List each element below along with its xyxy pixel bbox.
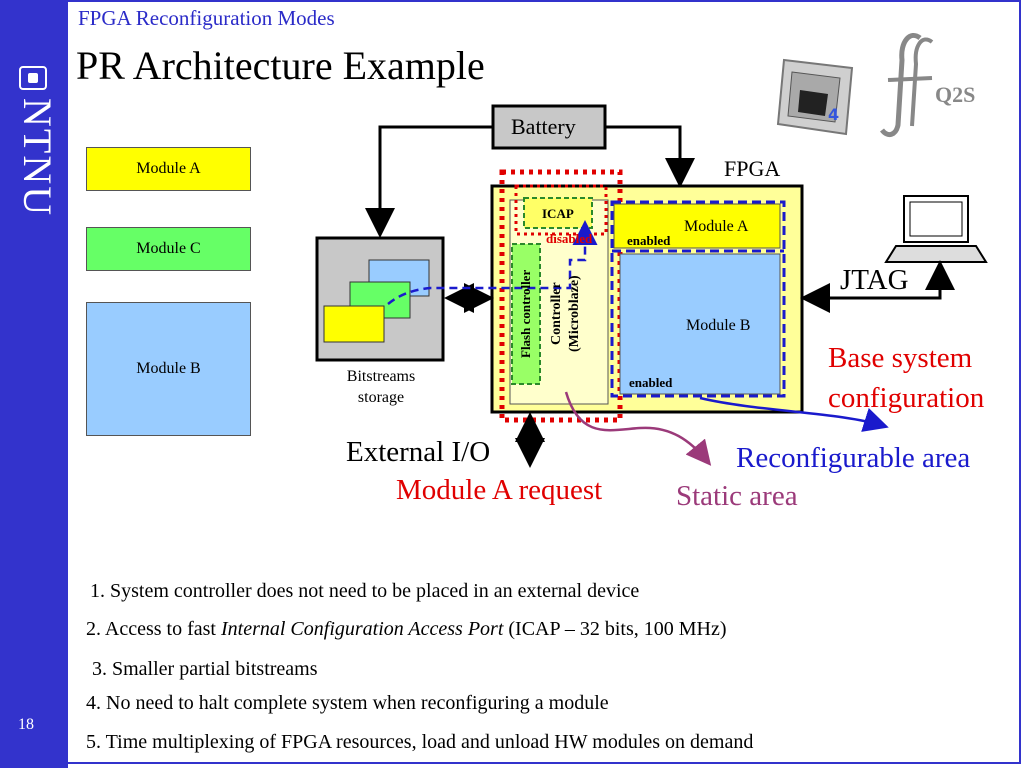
bitstream-path [387, 220, 598, 305]
flash-controller-box [511, 243, 541, 385]
battery-box [491, 104, 607, 150]
ntnu-brand-text: NTNU [15, 98, 60, 218]
left-module-b: Module B [86, 302, 251, 436]
left-module-c-label: Module C [136, 240, 201, 257]
virtex-chip-icon: 4 [776, 58, 854, 136]
battery-label: Battery [511, 114, 576, 139]
base-system-text-1: Base system [828, 342, 973, 374]
static-area-label: Static area [676, 480, 798, 512]
laptop-icon [884, 195, 988, 263]
content-frame [68, 0, 1021, 764]
base-system-label: Base system configuration [828, 338, 984, 418]
bullet-2-post: (ICAP – 32 bits, 100 MHz) [503, 618, 727, 640]
sidebar: NTNU 18 [0, 0, 68, 768]
bullet-2: 2. Access to fast Internal Configuration… [86, 618, 727, 641]
base-system-text-2: configuration [828, 382, 985, 414]
bullet-3: 3. Smaller partial bitstreams [92, 658, 318, 680]
controller-label: Controller (Microblaze) [548, 264, 584, 364]
left-module-a: Module A [86, 147, 251, 191]
bullet-2-pre: 2. Access to fast [86, 618, 221, 640]
fpga-module-b-box [619, 253, 781, 395]
external-io-label: External I/O [346, 436, 491, 468]
bitstreams-label-2: storage [357, 389, 405, 406]
fpga-module-a-box [613, 203, 781, 249]
reconfig-area-pointer [699, 396, 889, 432]
bullet-5: 5. Time multiplexing of FPGA resources, … [86, 731, 754, 753]
bullet-4: 4. No need to halt complete system when … [86, 692, 609, 714]
icap-label: ICAP [542, 206, 574, 221]
disabled-label: disabled [546, 231, 593, 246]
bitstreams-storage-label: Bitstreams storage [326, 366, 436, 408]
module-a-request-label: Module A request [396, 474, 603, 506]
slide-subtitle: FPGA Reconfiguration Modes [78, 6, 335, 30]
page-number: 18 [18, 716, 34, 733]
jtag-label: JTAG [840, 264, 909, 296]
controller-text-1: Controller [549, 282, 564, 346]
module-b-enabled-label: enabled [629, 375, 673, 390]
fpga-module-a-label: Module A [684, 218, 749, 235]
static-area-border [499, 169, 623, 423]
battery-to-fpga-arrow [605, 125, 695, 188]
q2s-logo-text: Q2S [935, 82, 976, 107]
module-a-enabled-label: enabled [627, 233, 671, 248]
controller-text-2: (Microblaze) [567, 275, 582, 353]
fpga-module-b-label: Module B [686, 317, 751, 334]
static-area-pointer [564, 391, 712, 466]
svg-text:4: 4 [828, 105, 839, 124]
left-module-a-label: Module A [136, 160, 201, 177]
battery-to-storage-arrow [365, 125, 493, 238]
q2s-logo-icon [880, 33, 934, 138]
bitstream-yellow [323, 305, 385, 343]
ntnu-logo-icon [19, 66, 47, 90]
bullet-1: 1. System controller does not need to be… [90, 580, 640, 602]
reconfig-area-border [610, 200, 786, 398]
flash-controller-text: Flash controller [518, 269, 533, 359]
slide-title: PR Architecture Example [76, 43, 485, 88]
left-module-b-label: Module B [136, 360, 201, 377]
left-module-c: Module C [86, 227, 251, 271]
bullet-2-italic: Internal Configuration Access Port [220, 618, 504, 640]
reconfigurable-area-label: Reconfigurable area [736, 442, 971, 474]
fpga-label: FPGA [724, 156, 781, 181]
bitstreams-label-1: Bitstreams [346, 368, 416, 385]
flash-controller-label: Flash controller [513, 250, 539, 378]
